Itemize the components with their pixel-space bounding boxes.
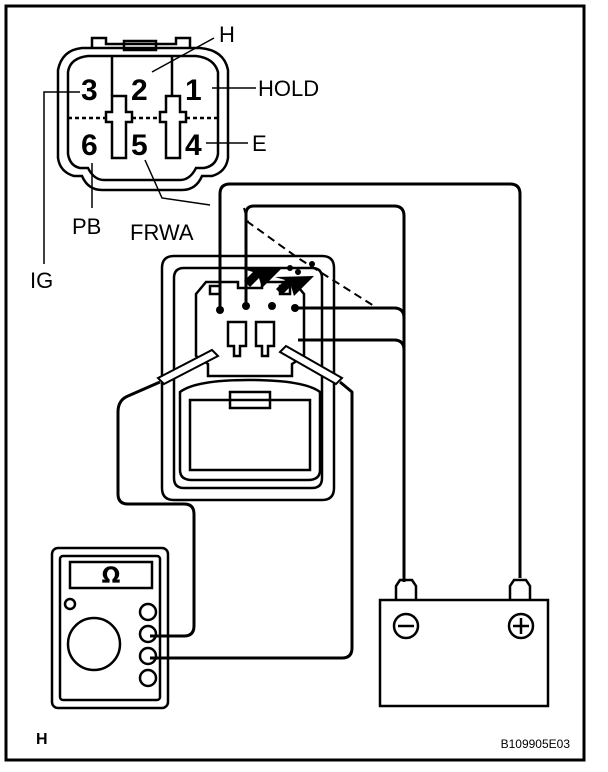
- connector-face: [56, 36, 230, 192]
- terminal-dots: [216, 261, 315, 314]
- wires: [218, 182, 522, 582]
- label-ig: IG: [30, 268, 53, 293]
- arrow-down-left-icon-2: [275, 276, 314, 296]
- pin-2: 2: [131, 74, 148, 107]
- arrow-down-left-icon: [243, 268, 282, 288]
- figure-code: B109905E03: [501, 737, 571, 751]
- ohmmeter: [50, 546, 170, 710]
- outer-frame: [4, 4, 586, 762]
- pin-5: 5: [131, 129, 148, 162]
- pin-1: 1: [185, 74, 202, 107]
- actuator-body: [160, 254, 336, 502]
- pin-6: 6: [81, 129, 98, 162]
- label-h: H: [219, 22, 235, 47]
- ohm-symbol: Ω: [102, 564, 121, 589]
- probe-leads: [116, 380, 354, 660]
- label-hold: HOLD: [258, 76, 319, 101]
- label-e: E: [252, 131, 267, 156]
- pin-3: 3: [81, 74, 98, 107]
- leader-lines: [43, 37, 256, 264]
- plus-icon: [513, 618, 529, 634]
- battery: [378, 578, 550, 708]
- test-probes: [156, 344, 344, 386]
- page-letter: H: [36, 731, 48, 748]
- pin-4: 4: [185, 129, 202, 162]
- label-frwa: FRWA: [130, 220, 194, 245]
- label-pb: PB: [72, 214, 101, 239]
